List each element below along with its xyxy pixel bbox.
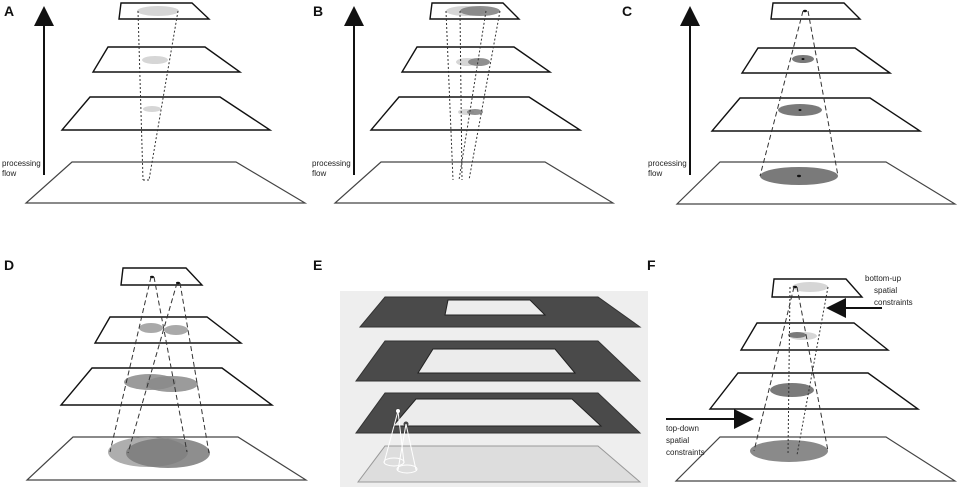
plane-level-1 xyxy=(333,161,616,204)
bottom-up-label-line1: bottom-up xyxy=(865,274,902,283)
receptive-field-top xyxy=(792,282,828,292)
processing-label-line2: flow xyxy=(2,169,16,178)
panel-f: F bottom-up spatial constraints top-down… xyxy=(647,257,958,482)
focus-point xyxy=(801,58,805,60)
cone-line xyxy=(383,410,399,464)
top-down-label-line3: constraints xyxy=(666,448,705,457)
cone-line-right xyxy=(148,10,179,181)
receptive-field-mid xyxy=(142,56,168,64)
focus-point-top xyxy=(803,9,807,13)
cone-b-right xyxy=(179,282,210,454)
receptive-field-mid-dark xyxy=(788,332,806,338)
processing-label-line1: processing xyxy=(648,159,687,168)
receptive-field-top-2 xyxy=(460,6,500,16)
processing-label-line1: processing xyxy=(2,159,41,168)
panel-c: C processing flow xyxy=(622,2,958,205)
receptive-field-mid-2 xyxy=(468,58,490,66)
receptive-field-bottom xyxy=(750,440,828,462)
plane-level-2 xyxy=(60,96,273,131)
top-down-label-line2: spatial xyxy=(666,436,689,445)
panel-letter-b: B xyxy=(313,3,323,19)
plane-level-4 xyxy=(120,267,204,286)
focus-point xyxy=(797,174,801,178)
cone-a-right xyxy=(458,10,487,181)
panel-letter-c: C xyxy=(622,3,632,19)
cone-line-right xyxy=(807,10,839,177)
panel-e: E xyxy=(313,257,648,487)
panel-letter-f: F xyxy=(647,257,656,273)
cone-a-right xyxy=(153,276,188,453)
receptive-field-bottom-2 xyxy=(126,438,210,468)
cone-line-left xyxy=(753,286,795,452)
panel-letter-d: D xyxy=(4,257,14,273)
plane-level-2 xyxy=(708,372,921,410)
cone-line-left xyxy=(137,10,144,181)
window-level-2 xyxy=(391,398,603,427)
panel-a: A processing flow xyxy=(2,2,308,204)
cone-line xyxy=(405,423,417,471)
plane-level-4 xyxy=(770,2,862,20)
receptive-field-low xyxy=(770,383,814,397)
cone-b-right xyxy=(468,10,501,181)
receptive-field-low-2 xyxy=(146,376,198,392)
panel-letter-e: E xyxy=(313,257,322,273)
plane-level-1 xyxy=(357,445,642,483)
plane-level-1 xyxy=(24,161,308,204)
cone-b-left xyxy=(459,10,463,181)
cone-line xyxy=(397,423,407,471)
top-down-label-line1: top-down xyxy=(666,424,699,433)
panel-b: B processing flow xyxy=(312,2,616,204)
unit-field xyxy=(383,457,405,467)
bottom-up-label-line2: spatial xyxy=(874,286,897,295)
receptive-field-low xyxy=(143,106,161,112)
panel-d: D xyxy=(4,257,309,481)
cone-a-left xyxy=(109,276,152,453)
focus-point xyxy=(798,109,802,111)
panel-letter-a: A xyxy=(4,3,14,19)
processing-label-line2: flow xyxy=(312,169,326,178)
receptive-field-mid-2 xyxy=(164,325,188,335)
receptive-field-mid-1 xyxy=(139,323,163,333)
inner-cone-right xyxy=(796,286,829,456)
receptive-field-top xyxy=(137,6,179,16)
processing-label-line2: flow xyxy=(648,169,662,178)
bottom-up-label-line3: constraints xyxy=(874,298,913,307)
window-level-3 xyxy=(417,348,577,374)
cone-line xyxy=(397,410,405,464)
cone-a-left xyxy=(445,10,454,181)
cone-b-left xyxy=(127,282,178,454)
inner-cone-left xyxy=(787,286,791,456)
unit-field xyxy=(396,464,418,474)
plane-level-2 xyxy=(710,97,923,132)
cone-line-right xyxy=(796,286,829,452)
receptive-field-low-2 xyxy=(467,109,483,115)
cone-line-left xyxy=(759,10,804,177)
window-level-4 xyxy=(444,299,547,316)
plane-level-3 xyxy=(740,47,893,74)
processing-label-line1: processing xyxy=(312,159,351,168)
